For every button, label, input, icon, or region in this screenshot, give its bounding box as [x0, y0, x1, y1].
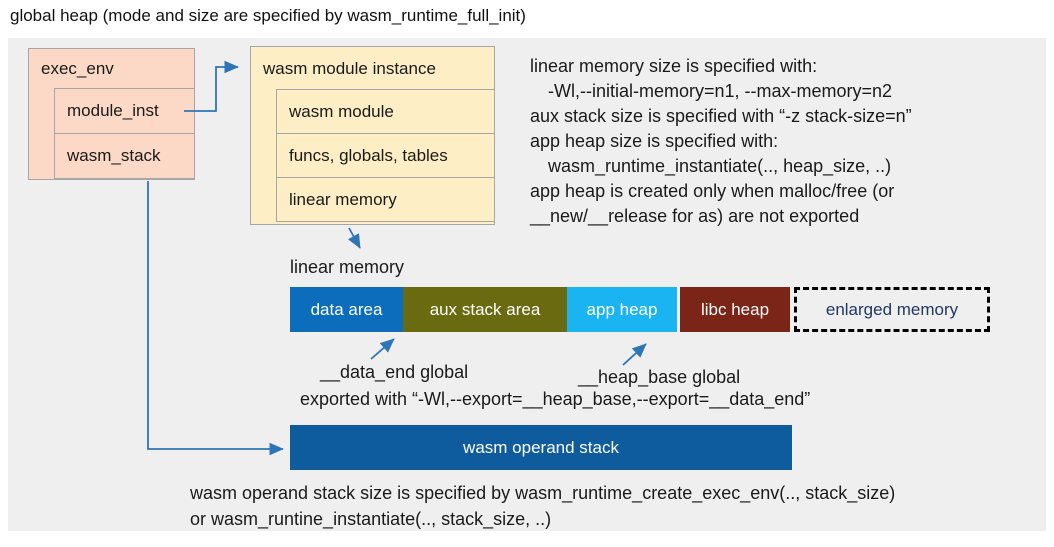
footer-notes: wasm operand stack size is specified by …: [190, 480, 1040, 532]
exec-env-row-wasm-stack: wasm_stack: [54, 133, 194, 179]
exec-env-box: exec_env module_inst wasm_stack: [28, 48, 195, 180]
footer-line: or wasm_runtine_instantiate(.., stack_si…: [190, 509, 552, 529]
page-title: global heap (mode and size are specified…: [10, 6, 526, 25]
note-line: __new/__release for as) are not exported: [530, 206, 860, 226]
exported-with-label: exported with “-Wl,--export=__heap_base,…: [300, 389, 811, 409]
segment-enlarged-memory: enlarged memory: [794, 287, 990, 332]
segment-app-heap: app heap: [567, 287, 677, 332]
footer-line: wasm operand stack size is specified by …: [190, 483, 896, 503]
wasm-module-instance-box: wasm module instance wasm module funcs, …: [250, 46, 495, 225]
note-line: -Wl,--initial-memory=n1, --max-memory=n2: [548, 81, 893, 101]
segment-data-area: data area: [290, 287, 403, 332]
module-instance-row-funcs-globals-tables: funcs, globals, tables: [276, 133, 494, 178]
note-line: linear memory size is specified with:: [530, 56, 818, 76]
heap-base-global-label: __heap_base global: [578, 367, 741, 387]
exec-env-row-module-inst: module_inst: [54, 88, 194, 134]
note-line: app heap size is specified with:: [530, 131, 779, 151]
module-instance-row-wasm-module: wasm module: [276, 89, 494, 134]
size-notes-block: linear memory size is specified with: -W…: [530, 54, 1035, 229]
segment-aux-stack-area: aux stack area: [403, 287, 567, 332]
module-instance-row-linear-memory: linear memory: [276, 177, 494, 222]
wasm-module-instance-title: wasm module instance: [263, 59, 436, 78]
note-line: aux stack size is specified with “-z sta…: [530, 106, 912, 126]
wasm-operand-stack-bar: wasm operand stack: [290, 425, 792, 470]
linear-memory-label: linear memory: [290, 257, 405, 277]
note-line: app heap is created only when malloc/fre…: [530, 181, 895, 201]
note-line: wasm_runtime_instantiate(.., heap_size, …: [548, 156, 892, 176]
data-end-global-label: __data_end global: [320, 362, 469, 382]
exec-env-title: exec_env: [41, 59, 114, 78]
segment-libc-heap: libc heap: [680, 287, 790, 332]
